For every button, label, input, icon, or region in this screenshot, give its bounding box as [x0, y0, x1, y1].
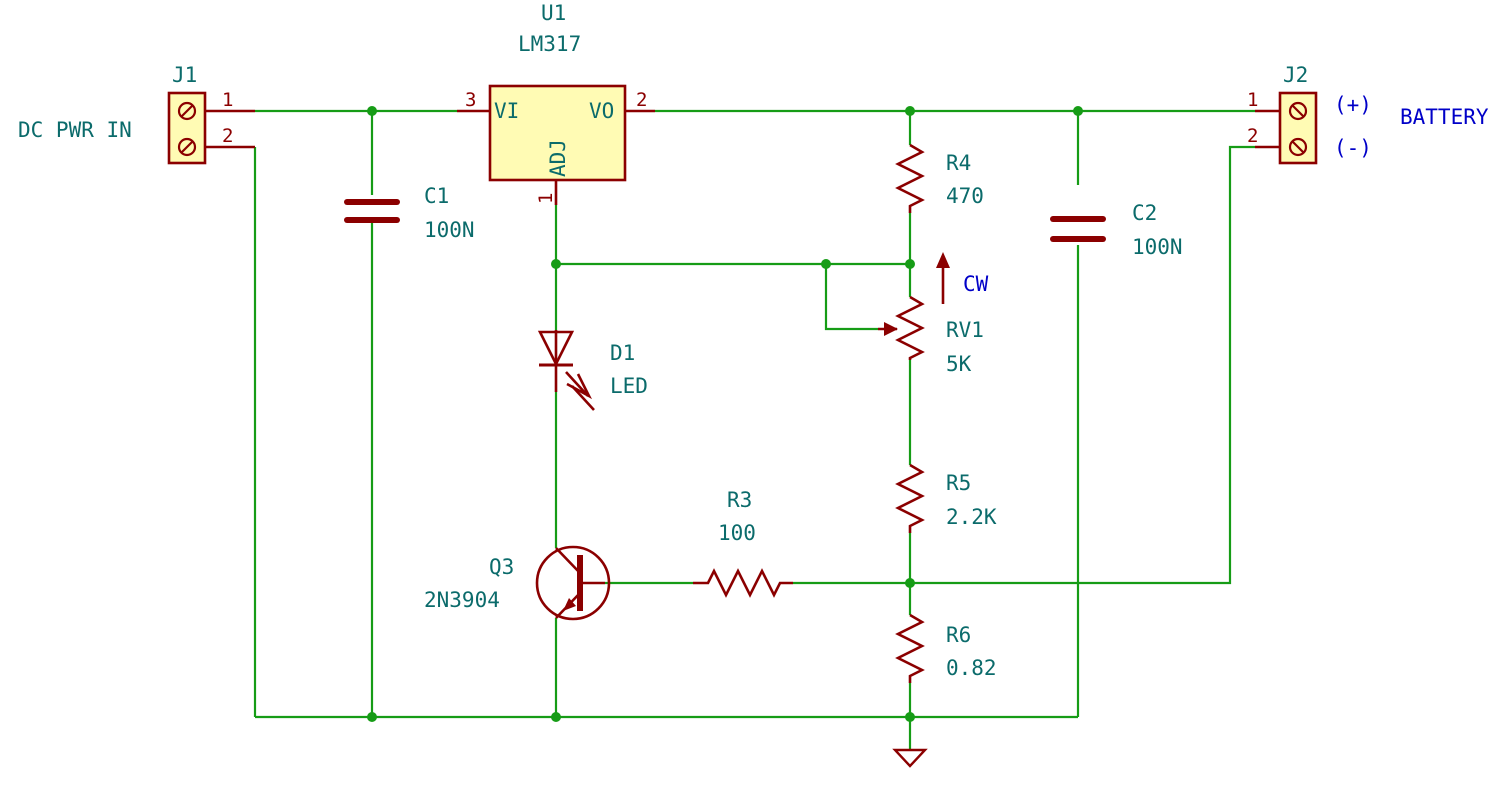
resistor-r3: R3 100 — [693, 488, 793, 598]
r6-ref: R6 — [946, 623, 971, 647]
j2-polarity-plus: (+) — [1334, 93, 1372, 117]
transistor-q3: Q3 2N3904 — [424, 545, 611, 621]
u1-pin-vo-num: 2 — [636, 89, 647, 111]
u1-pin-vi-num: 3 — [465, 89, 476, 111]
q3-ref: Q3 — [489, 555, 514, 579]
j2-pin2-num: 2 — [1247, 125, 1258, 147]
j2-pin1-num: 1 — [1247, 89, 1258, 111]
screw-icon — [1288, 101, 1308, 121]
d1-value: LED — [610, 374, 648, 398]
j1-pin2-num: 2 — [222, 125, 233, 147]
u1-pin-adj: ADJ — [546, 139, 570, 177]
u1-ref: U1 — [541, 1, 566, 25]
r3-ref: R3 — [727, 488, 752, 512]
r3-value: 100 — [718, 521, 756, 545]
transistor-icon — [535, 545, 611, 621]
j1-label: DC PWR IN — [18, 118, 132, 142]
r5-ref: R5 — [946, 471, 971, 495]
r4-value: 470 — [946, 184, 984, 208]
resistor-r6: R6 0.82 — [895, 613, 997, 683]
connector-j1: J1 DC PWR IN 1 2 — [18, 63, 255, 165]
screw-terminal-icon — [167, 91, 207, 165]
wires — [253, 109, 1255, 750]
led-d1: D1 LED — [537, 330, 648, 411]
regulator-u1: U1 LM317 3 VI VO 2 ADJ 1 — [457, 1, 655, 205]
wire-wiper-loop — [824, 264, 878, 331]
junction-dot-icon — [551, 259, 561, 269]
c2-value: 100N — [1132, 235, 1183, 259]
r6-value: 0.82 — [946, 656, 997, 680]
screw-icon — [1288, 137, 1308, 157]
capacitor-c1: C1 100N — [344, 184, 475, 242]
junction-dot-icon — [367, 106, 377, 116]
q3-value: 2N3904 — [424, 588, 500, 612]
screw-icon — [177, 137, 197, 157]
rv1-direction: CW — [963, 272, 989, 296]
junction-dot-icon — [905, 106, 915, 116]
junctions — [367, 106, 1083, 722]
j1-ref: J1 — [172, 63, 197, 87]
j2-label: BATTERY — [1400, 105, 1489, 129]
junction-dot-icon — [905, 712, 915, 722]
wiper-arrow-icon — [884, 322, 898, 336]
u1-value: LM317 — [518, 32, 581, 56]
capacitor-c2: C2 100N — [1050, 201, 1183, 259]
c2-ref: C2 — [1132, 201, 1157, 225]
junction-dot-icon — [821, 259, 831, 269]
junction-dot-icon — [551, 712, 561, 722]
screw-icon — [177, 101, 197, 121]
u1-pin-vo: VO — [589, 99, 614, 123]
potentiometer-rv1: CW RV1 5K — [878, 252, 989, 376]
r5-value: 2.2K — [946, 505, 997, 529]
wire-r3-sense — [793, 145, 1255, 585]
c1-ref: C1 — [424, 184, 449, 208]
u1-pin-vi: VI — [494, 99, 519, 123]
ic-body — [488, 84, 627, 182]
diode-icon — [537, 330, 575, 367]
junction-dot-icon — [367, 712, 377, 722]
r4-ref: R4 — [946, 151, 971, 175]
junction-dot-icon — [905, 578, 915, 588]
j2-polarity-minus: (-) — [1334, 136, 1372, 160]
resistor-r4: R4 470 — [895, 143, 984, 213]
connector-j2: J2 1 2 (+) (-) BATTERY — [1247, 63, 1489, 165]
resistor-r5: R5 2.2K — [895, 463, 997, 533]
junction-dot-icon — [905, 259, 915, 269]
rv1-ref: RV1 — [946, 318, 984, 342]
ground-symbol — [892, 748, 928, 768]
j2-ref: J2 — [1283, 63, 1308, 87]
c1-value: 100N — [424, 218, 475, 242]
screw-terminal-icon — [1278, 91, 1318, 165]
u1-pin-adj-num: 1 — [535, 193, 557, 204]
junction-dot-icon — [1073, 106, 1083, 116]
cw-arrow-icon — [936, 252, 950, 268]
ground-icon — [892, 748, 928, 768]
j1-pin1-num: 1 — [222, 89, 233, 111]
rv1-value: 5K — [946, 352, 972, 376]
d1-ref: D1 — [610, 341, 635, 365]
